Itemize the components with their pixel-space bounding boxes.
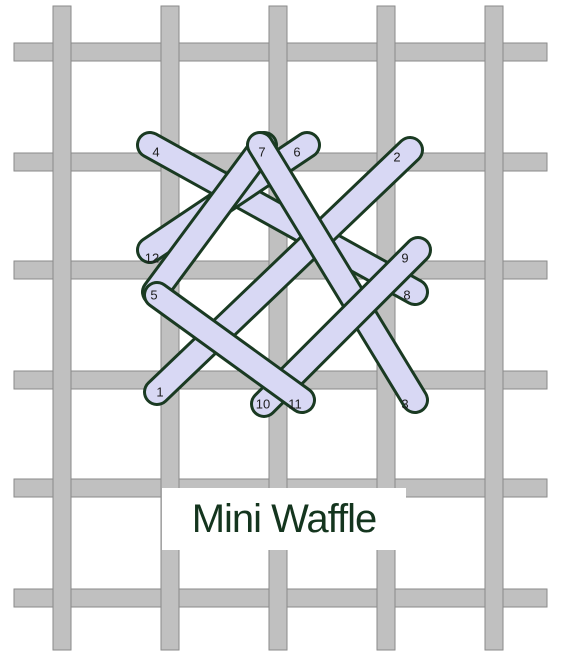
canvas-thread-vertical	[53, 6, 71, 650]
stitch-number-5: 5	[150, 288, 157, 303]
stitch-number-2: 2	[393, 150, 400, 165]
stitch-number-7: 7	[258, 145, 265, 160]
stitch-number-6: 6	[293, 145, 300, 160]
stitch-number-1: 1	[156, 385, 163, 400]
title-box: Mini Waffle	[162, 488, 406, 550]
stitch-number-8: 8	[403, 288, 410, 303]
diagram-title: Mini Waffle	[192, 497, 377, 542]
stitch-number-9: 9	[401, 251, 408, 266]
canvas-grid	[14, 6, 547, 650]
canvas-thread-vertical	[485, 6, 503, 650]
stitch-number-12: 12	[145, 251, 159, 266]
canvas-thread-vertical	[269, 6, 287, 650]
stitch-number-4: 4	[152, 145, 159, 160]
stitch-number-3: 3	[401, 397, 408, 412]
canvas-thread-vertical	[161, 6, 179, 650]
stitch-number-11: 11	[288, 397, 302, 412]
stitch-number-10: 10	[256, 397, 270, 412]
